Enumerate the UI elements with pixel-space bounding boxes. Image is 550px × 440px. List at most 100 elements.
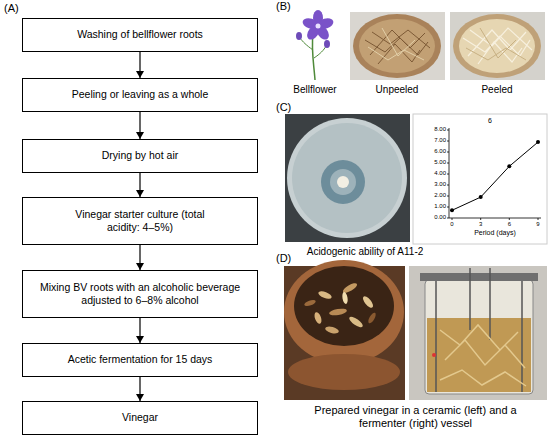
bud — [296, 32, 302, 40]
root-chip — [329, 307, 348, 316]
photo-bg — [285, 12, 345, 80]
stem — [300, 38, 313, 50]
panel-letter: (A) — [4, 2, 44, 15]
panel-caption: Prepared vinegar in a ceramic (left) and… — [308, 404, 523, 429]
bellflower-photo — [285, 10, 345, 80]
axis-title: Period (days) — [460, 229, 530, 237]
process-box: Mixing BV roots with an alcoholic bevera… — [22, 270, 258, 318]
box-text: Washing of bellflower roots — [77, 28, 203, 41]
tick-label: 7.00 — [418, 137, 446, 144]
roots — [459, 19, 535, 73]
acidity-chart — [413, 114, 547, 244]
steel-rods — [436, 268, 522, 392]
flow-arrow — [139, 245, 140, 270]
tick-label: 4.00 — [418, 170, 446, 177]
chart-frame — [413, 114, 547, 244]
jar-body — [288, 354, 400, 390]
process-box: Washing of bellflower roots — [22, 18, 258, 52]
unpeeled-photo — [350, 12, 445, 80]
process-box: Vinegar starter culture (total acidity: … — [22, 197, 258, 245]
dish-rim — [287, 118, 407, 238]
data-point — [536, 140, 540, 144]
tick-label: 3.00 — [418, 181, 446, 188]
panel-caption: Acidogenic ability of A11-2 — [280, 246, 450, 258]
data-point — [507, 164, 511, 168]
clear-zone — [330, 169, 356, 195]
process-box: Peeling or leaving as a whole — [22, 78, 258, 112]
liquid — [427, 318, 531, 392]
photo-caption: Bellflower — [280, 84, 350, 96]
paper-disk — [337, 176, 349, 188]
flow-arrow — [139, 173, 140, 197]
x-axis — [449, 218, 541, 219]
flower — [301, 10, 335, 42]
box-text: Vinegar — [122, 411, 158, 424]
basket — [353, 14, 441, 78]
tick-label: 5.00 — [418, 159, 446, 166]
process-box: Drying by hot air — [22, 139, 258, 173]
basket — [453, 14, 541, 78]
root-chip — [304, 299, 317, 308]
tick-label: 0.00 — [418, 214, 446, 221]
ticks — [447, 130, 538, 220]
flow-arrow — [139, 318, 140, 343]
marker — [432, 353, 436, 357]
tick-label: 6 — [503, 221, 515, 228]
roots — [359, 19, 435, 73]
box-text: Peeling or leaving as a whole — [72, 88, 209, 101]
data-point — [450, 208, 454, 212]
data-point — [479, 195, 483, 199]
ceramic-vessel-photo — [284, 260, 405, 400]
root-strands — [368, 28, 424, 60]
clear-zone — [321, 160, 365, 204]
agar — [292, 123, 402, 233]
photo-bg — [450, 12, 545, 80]
chart-title: 6 — [480, 117, 500, 125]
tick-label: 8.00 — [418, 126, 446, 133]
data-line — [452, 142, 538, 210]
jar-mouth — [294, 266, 394, 346]
process-box: Acetic fermentation for 15 days — [22, 343, 258, 377]
panel-letter: (D) — [276, 252, 316, 265]
petri-dish-photo — [285, 114, 410, 242]
peeled-photo — [450, 12, 545, 80]
root-strands — [466, 28, 526, 60]
panel-letter: (C) — [276, 101, 316, 114]
root-chip — [313, 311, 323, 324]
box-text: Drying by hot air — [102, 149, 178, 162]
root-chip — [367, 312, 377, 325]
y-axis — [449, 128, 450, 218]
photo-bg — [409, 266, 547, 400]
panel-letter: (B) — [276, 0, 316, 13]
photo-caption: Unpeeled — [357, 84, 437, 96]
tick-label: 3 — [475, 221, 487, 228]
flower-center — [316, 24, 321, 29]
bud — [324, 40, 330, 48]
process-box: Vinegar — [22, 401, 258, 435]
root-chip — [361, 295, 375, 310]
jar — [284, 260, 404, 364]
root-chip — [341, 292, 348, 305]
roots — [440, 325, 526, 386]
root-chip — [317, 290, 332, 300]
flow-arrow — [139, 112, 140, 139]
tick-label: 0 — [446, 221, 458, 228]
root-strands — [365, 30, 430, 64]
tick-label: 6.00 — [418, 148, 446, 155]
flow-arrow — [139, 52, 140, 78]
photo-caption: Peeled — [457, 84, 537, 96]
root-strands — [463, 28, 532, 64]
root-chip — [324, 325, 339, 334]
box-text: Vinegar starter culture (total acidity: … — [75, 208, 205, 234]
tick-label: 9 — [532, 221, 544, 228]
root-chip — [348, 315, 365, 329]
glass-vessel — [425, 280, 533, 394]
tick-label: 2.00 — [418, 192, 446, 199]
flow-arrow — [139, 377, 140, 401]
photo-bg — [285, 114, 410, 242]
box-text: Mixing BV roots with an alcoholic bevera… — [38, 281, 243, 307]
tick-label: 1.00 — [418, 203, 446, 210]
fermenter-photo — [409, 266, 547, 400]
stem — [314, 46, 326, 58]
